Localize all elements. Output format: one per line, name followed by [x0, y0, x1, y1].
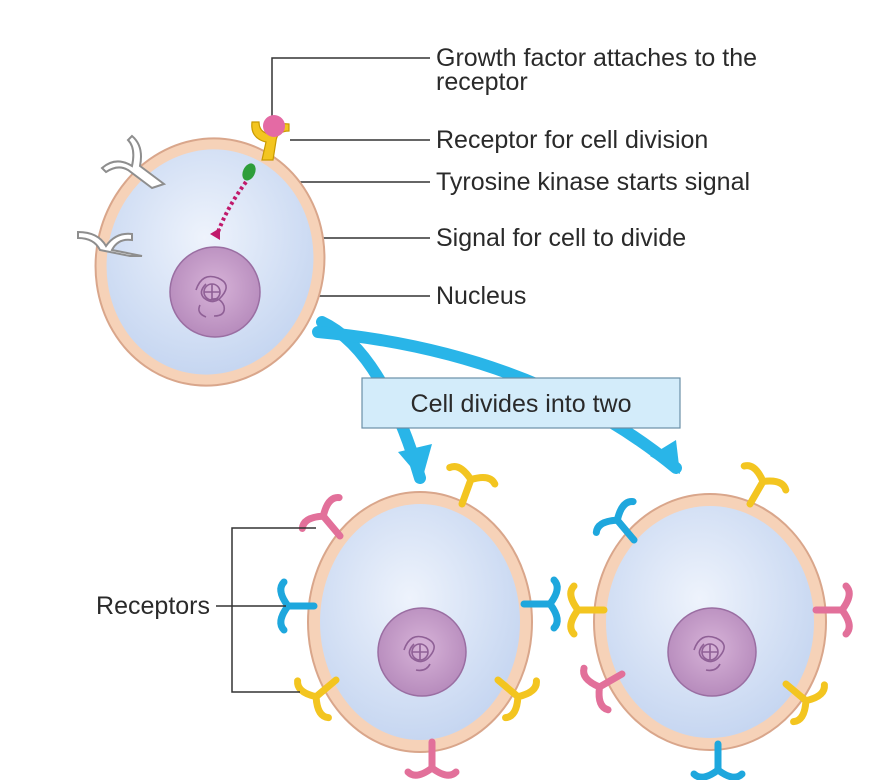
white-receptor-1 — [100, 134, 167, 190]
parent-nucleus — [169, 246, 261, 338]
receptor-blue-8 — [592, 498, 638, 544]
tyrosine-kinase — [242, 163, 256, 181]
daughter-right-nucleus — [667, 607, 757, 697]
daughter-cell-right — [593, 493, 827, 751]
receptor-yellow-13 — [782, 680, 828, 726]
cell-divides-box: Cell divides into two — [361, 377, 681, 429]
receptor-yellow-10 — [567, 582, 608, 638]
daughter-cell-left — [307, 491, 533, 753]
division-arrows — [312, 316, 682, 484]
growth-factor-receptor — [242, 115, 290, 181]
growth-factor-molecule — [263, 115, 285, 137]
label-receptor-division: Receptor for cell division — [436, 126, 708, 154]
label-signal-divide: Signal for cell to divide — [436, 224, 686, 252]
label-receptors: Receptors — [96, 592, 210, 620]
parent-cell — [77, 115, 326, 387]
label-nucleus: Nucleus — [436, 282, 526, 310]
label-tyrosine-kinase: Tyrosine kinase starts signal — [436, 168, 750, 196]
receptor-pink-11 — [812, 582, 853, 638]
receptors-bracket — [216, 527, 316, 693]
receptor-yellow-6 — [494, 676, 540, 722]
daughter-left-nucleus — [377, 607, 467, 697]
receptor-blue-4 — [520, 576, 561, 632]
label-growth-factor-1: Growth factor attaches to the — [436, 44, 757, 72]
receptor-pink-7 — [404, 738, 460, 779]
label-growth-factor-2: receptor — [436, 68, 528, 96]
signal-arrowhead — [210, 228, 220, 240]
receptor-blue-14 — [690, 740, 746, 780]
leader-growth-factor — [271, 57, 430, 118]
receptor-pink-1 — [298, 494, 344, 540]
receptor-pink-12 — [580, 664, 626, 714]
receptor-blue-3 — [277, 578, 318, 634]
receptor-yellow-5 — [294, 676, 340, 722]
receptor-yellow-2 — [446, 463, 499, 508]
white-receptor-2 — [77, 230, 143, 257]
receptor-yellow-9 — [740, 462, 790, 508]
daughter-receptors — [277, 462, 853, 780]
cell-divides-label: Cell divides into two — [411, 390, 632, 418]
